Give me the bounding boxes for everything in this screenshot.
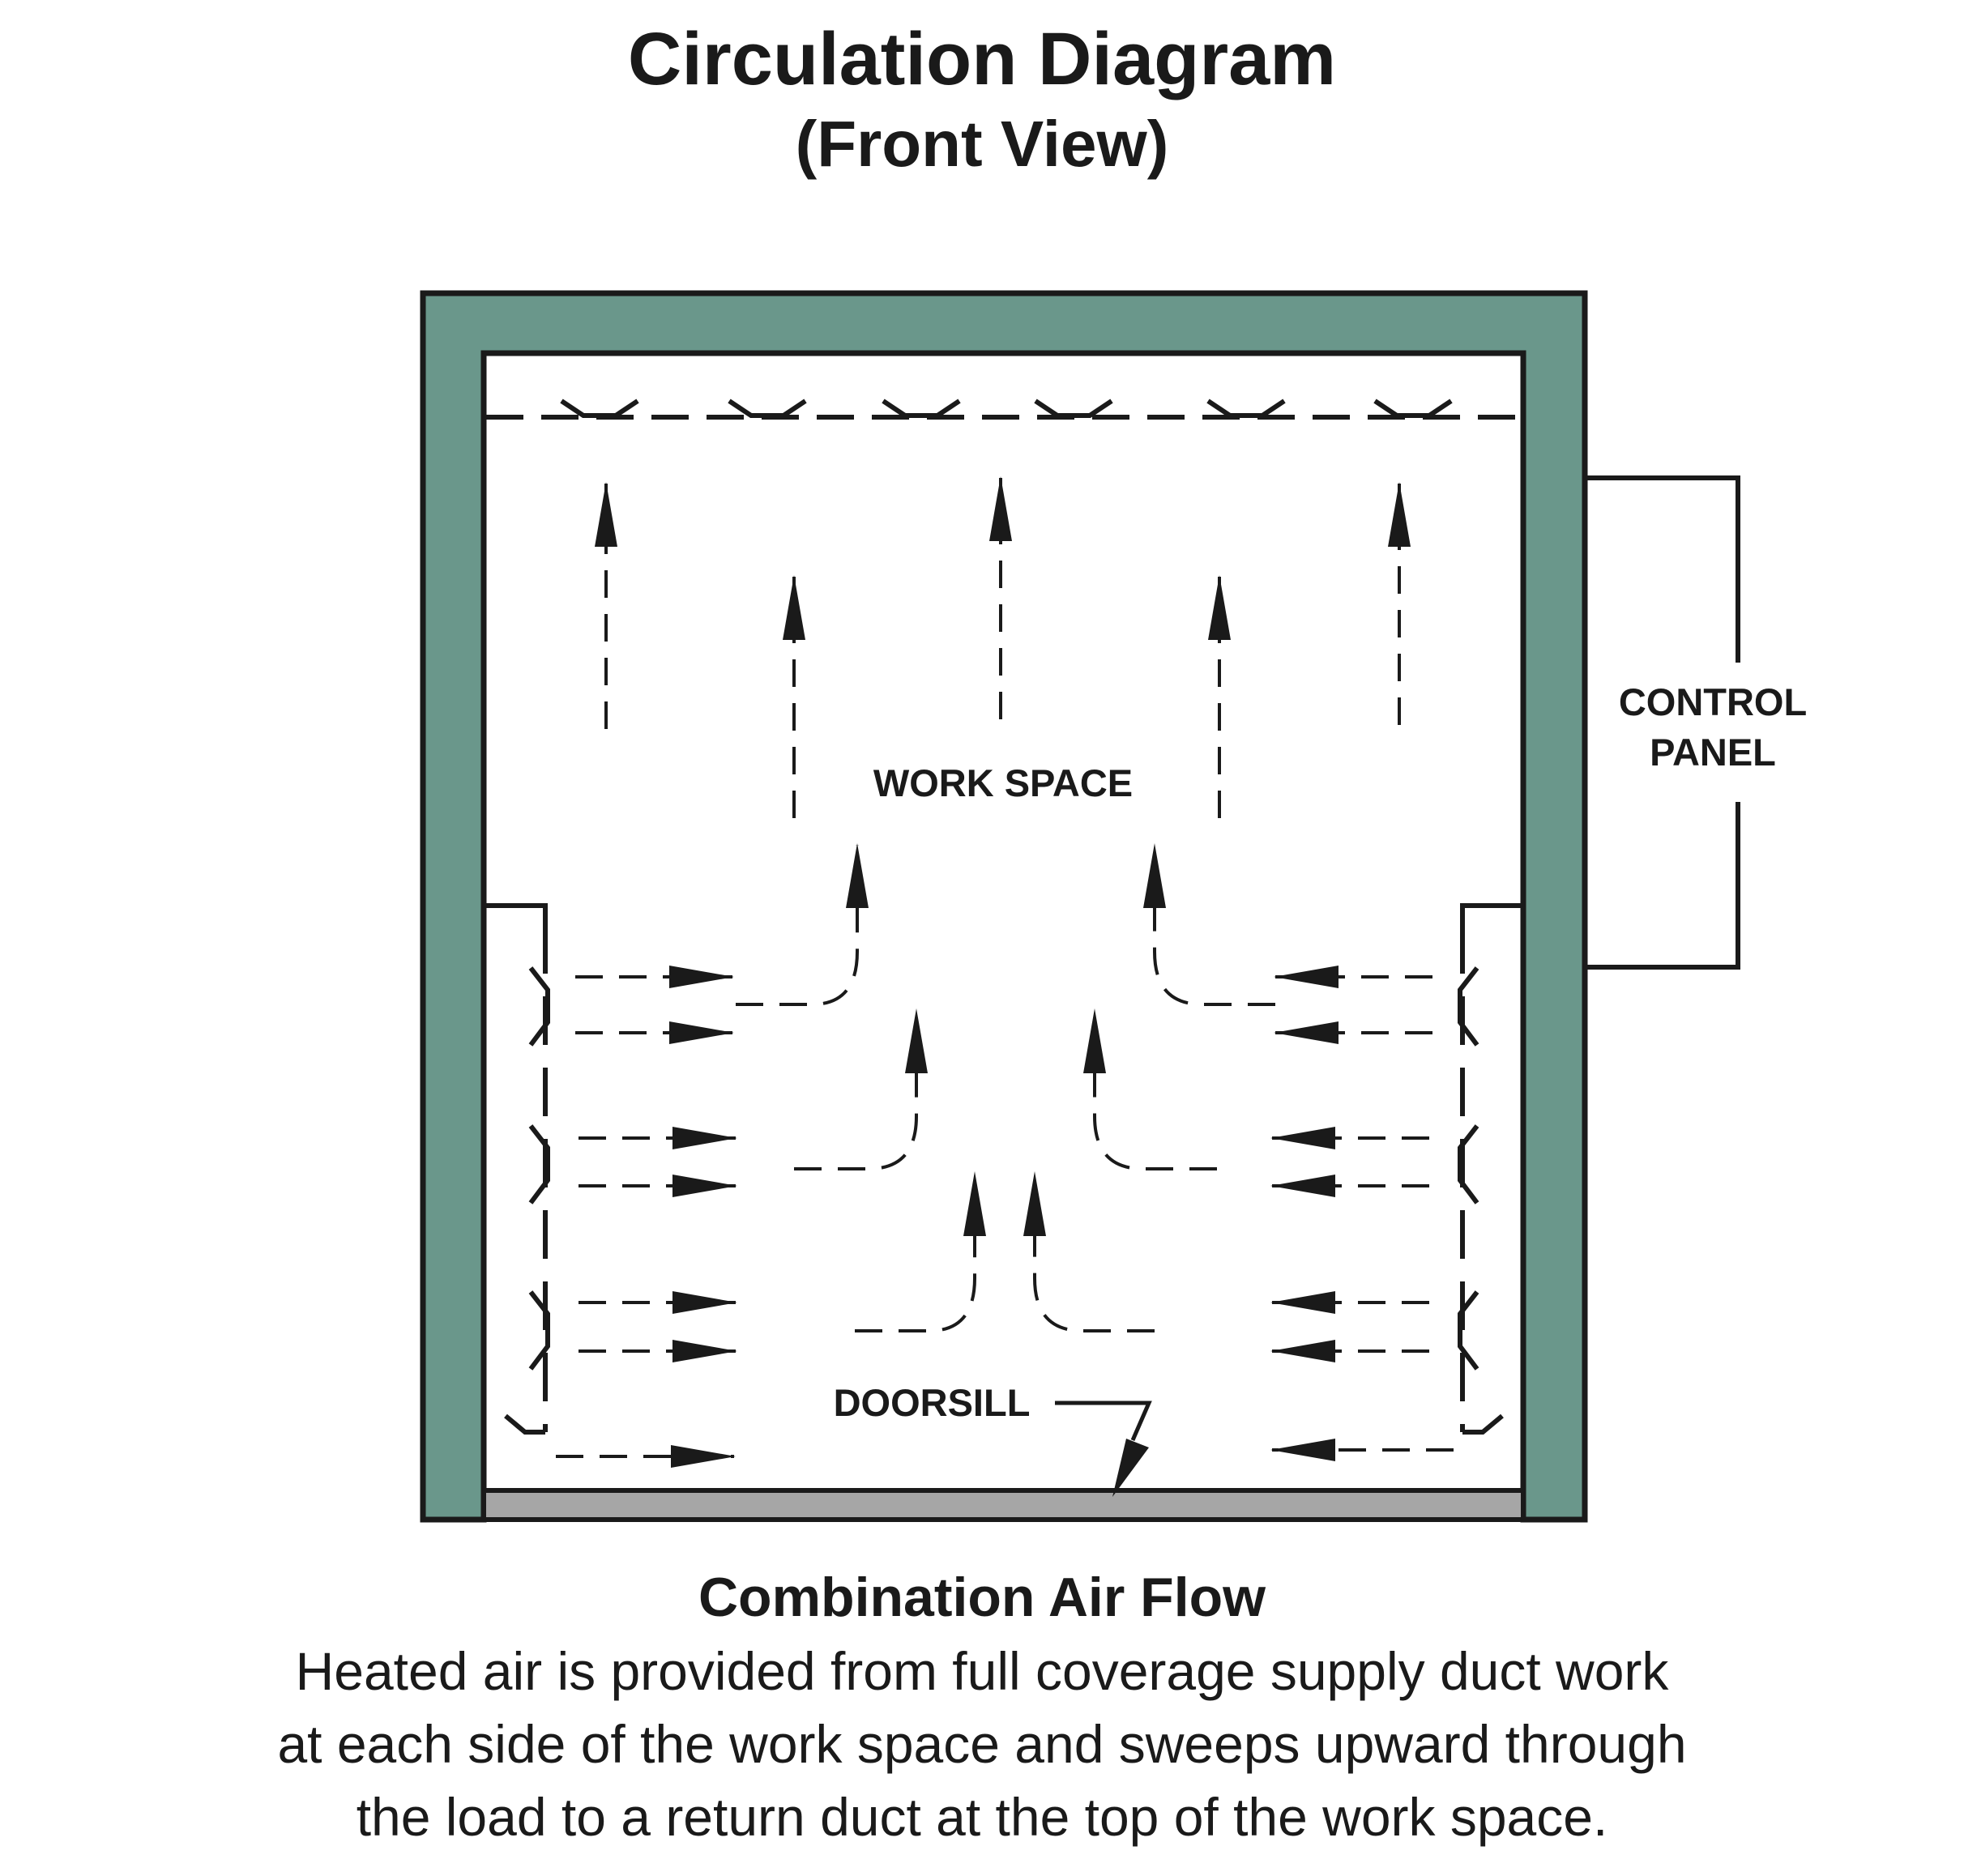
- doorsill-label: DOORSILL: [834, 1381, 1031, 1424]
- curve-arrow-left-2: [794, 1008, 928, 1170]
- work-space-label: WORK SPACE: [873, 761, 1133, 804]
- upward-flow-arrows: [595, 476, 1411, 818]
- oven-wall: [420, 290, 1588, 1523]
- return-duct-louvers: [560, 399, 1453, 418]
- left-supply-arrows: [556, 966, 737, 1468]
- diagram-title: Circulation Diagram: [627, 18, 1337, 100]
- left-supply-duct-top: [486, 903, 548, 925]
- curve-arrow-right-2: [1083, 1008, 1217, 1170]
- right-supply-duct-top: [1460, 903, 1523, 925]
- curve-arrow-left-3: [855, 1171, 986, 1332]
- caption-heading: Combination Air Flow: [698, 1567, 1266, 1628]
- right-supply-arrows: [1270, 966, 1454, 1461]
- control-panel-box: [1585, 475, 1740, 970]
- curve-arrow-right-1: [1143, 843, 1275, 1006]
- caption-line: Heated air is provided from full coverag…: [295, 1641, 1669, 1701]
- right-supply-louvers: [1458, 966, 1504, 1435]
- diagram-subtitle: (Front View): [795, 108, 1169, 180]
- caption-line: the load to a return duct at the top of …: [356, 1787, 1608, 1847]
- curve-arrow-left-1: [736, 843, 869, 1006]
- caption-line: at each side of the work space and sweep…: [277, 1714, 1687, 1774]
- curved-flow-arrows: [736, 843, 1275, 1332]
- doorsill-leader-arrowhead: [1112, 1439, 1149, 1497]
- control-panel-label-line2: PANEL: [1650, 731, 1776, 774]
- doorsill-leader: [1055, 1401, 1152, 1441]
- control-panel-label-line1: CONTROL: [1619, 680, 1807, 723]
- doorsill: [481, 1488, 1526, 1522]
- curve-arrow-right-3: [1023, 1171, 1155, 1332]
- left-supply-louvers: [504, 966, 550, 1435]
